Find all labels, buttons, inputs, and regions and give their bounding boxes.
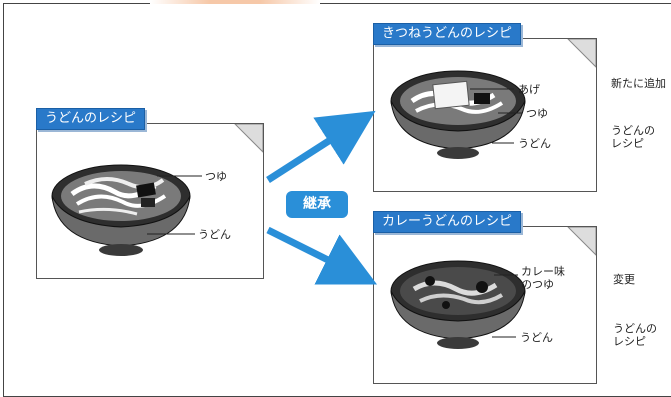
bracket-label-added: 新たに追加 xyxy=(611,77,666,90)
kitsune-card-title: きつねうどんのレシピ xyxy=(373,23,522,45)
udon-bowl-icon xyxy=(390,39,596,159)
bracket-label-base-recipe-2: うどんの レシピ xyxy=(613,322,657,348)
kitsune-label-tsuyu: つゆ xyxy=(526,107,548,120)
curry-label-udon: うどん xyxy=(520,331,553,344)
base-label-tsuyu: つゆ xyxy=(205,170,227,183)
kitsune-label-udon: うどん xyxy=(518,137,551,150)
inherit-badge: 継承 xyxy=(286,191,348,218)
udon-bowl-icon xyxy=(51,124,263,256)
kitsune-label-age: あげ xyxy=(518,83,540,96)
curry-card-title: カレーうどんのレシピ xyxy=(373,211,522,233)
top-accent-bar xyxy=(150,0,320,4)
kitsune-recipe-card: あげ つゆ うどん xyxy=(373,38,597,192)
curry-label-curry-tsuyu: カレー味 のつゆ xyxy=(521,265,565,291)
bracket-label-base-recipe-1: うどんの レシピ xyxy=(611,124,655,150)
base-label-udon: うどん xyxy=(198,228,231,241)
base-recipe-card: つゆ うどん xyxy=(36,123,264,279)
bracket-label-changed: 変更 xyxy=(613,273,635,286)
curry-recipe-card: カレー味 のつゆ うどん xyxy=(373,226,597,384)
base-card-title: うどんのレシピ xyxy=(36,108,146,130)
udon-bowl-icon xyxy=(390,227,596,349)
